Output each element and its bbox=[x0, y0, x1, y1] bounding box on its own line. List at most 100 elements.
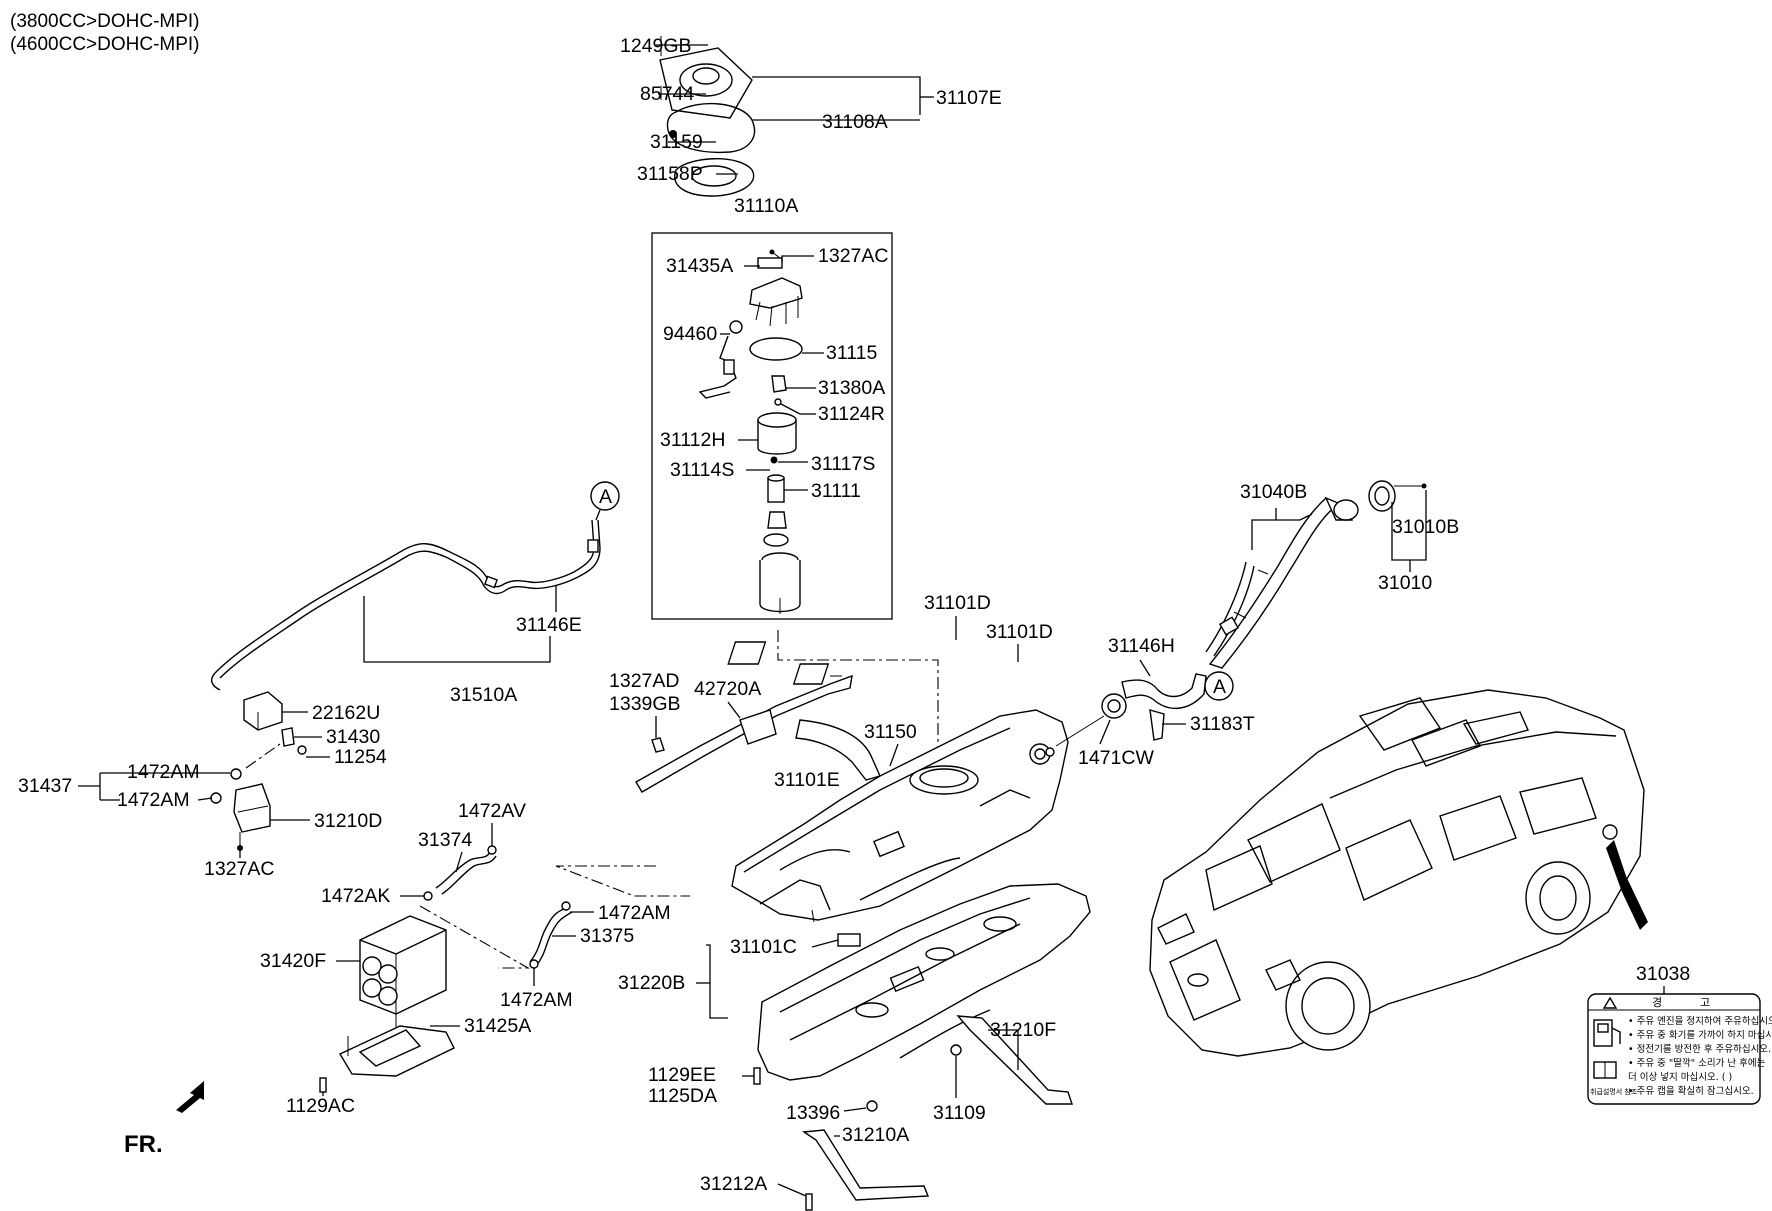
label-1472AM-1: 1472AM bbox=[127, 761, 200, 783]
label-13396: 13396 bbox=[786, 1102, 840, 1124]
bolt-31159 bbox=[669, 130, 677, 138]
warning-icon-caption: 취급설명서 참조 bbox=[1590, 1087, 1638, 1096]
label-31101C: 31101C bbox=[730, 936, 797, 958]
sender-94460 bbox=[698, 320, 743, 399]
hose-31374 bbox=[435, 851, 497, 895]
fuel-tank-31150 bbox=[731, 709, 1069, 923]
label-1472AM-2: 1472AM bbox=[117, 789, 190, 811]
label-42720A: 42720A bbox=[694, 678, 761, 700]
label-31146E: 31146E bbox=[516, 614, 582, 636]
label-1327AC-top: 1327AC bbox=[818, 245, 888, 267]
label-31150: 31150 bbox=[864, 721, 917, 743]
label-31109: 31109 bbox=[933, 1102, 986, 1124]
bracket-42720A bbox=[635, 674, 853, 793]
label-31101D-2: 31101D bbox=[986, 621, 1053, 643]
part-31117S bbox=[770, 456, 778, 464]
valve-22162U bbox=[243, 691, 283, 731]
label-31420F: 31420F bbox=[260, 950, 326, 972]
label-31425A: 31425A bbox=[464, 1015, 531, 1037]
pump-flange bbox=[749, 257, 803, 327]
label-1327AD: 1327AD bbox=[609, 670, 679, 692]
label-11254: 11254 bbox=[334, 746, 387, 768]
pump-reservoir bbox=[759, 511, 801, 614]
clamp-1472AM-1 bbox=[230, 768, 242, 780]
clamp-1472AM-4 bbox=[529, 959, 539, 969]
label-31210A: 31210A bbox=[842, 1124, 909, 1146]
warning-label-title-right: 고 bbox=[1700, 996, 1710, 1009]
label-31107E: 31107E bbox=[936, 87, 1002, 109]
label-31040B: 31040B bbox=[1240, 481, 1307, 503]
pump-cover-plate bbox=[659, 36, 753, 119]
filter-31112H bbox=[757, 412, 797, 455]
label-31220B: 31220B bbox=[618, 972, 685, 994]
label-1339GB: 1339GB bbox=[609, 693, 681, 715]
clamp-1472AM-2 bbox=[210, 792, 222, 804]
label-31117S: 31117S bbox=[811, 453, 875, 475]
label-31038: 31038 bbox=[1636, 963, 1690, 985]
label-31183T: 31183T bbox=[1190, 713, 1255, 735]
label-1249GB: 1249GB bbox=[620, 35, 692, 57]
fuel-cap-31010B bbox=[1368, 480, 1427, 512]
part-31380A bbox=[771, 375, 787, 393]
pad-31101D-2 bbox=[792, 663, 830, 685]
label-22162U: 22162U bbox=[312, 702, 380, 724]
manual-book-icon bbox=[1593, 1061, 1617, 1079]
pad-31101D-1 bbox=[727, 641, 767, 665]
bolt-1129EE bbox=[753, 1067, 761, 1085]
pad-31101C bbox=[837, 933, 861, 947]
label-31101D-1: 31101D bbox=[924, 592, 991, 614]
clamp-1472AV bbox=[487, 845, 497, 855]
clamp-1472AM-3 bbox=[561, 901, 571, 911]
label-1472AM-4: 1472AM bbox=[500, 989, 573, 1011]
label-31437: 31437 bbox=[18, 775, 72, 797]
label-31435A: 31435A bbox=[666, 255, 733, 277]
label-31380A: 31380A bbox=[818, 377, 885, 399]
label-31114S: 31114S bbox=[670, 459, 734, 481]
label-1471CW: 1471CW bbox=[1078, 747, 1154, 769]
nut-13396 bbox=[866, 1100, 878, 1112]
gasket-31108A bbox=[666, 102, 756, 154]
warning-label-31038: 경 고 취급설명서 참조 • 주유 엔진을 정지하여 주유하십시오. • 주유 … bbox=[1587, 993, 1772, 1105]
label-1129AC: 1129AC bbox=[286, 1095, 355, 1117]
warning-line-3: • 정전기를 방전한 후 주유하십시오. bbox=[1628, 1043, 1771, 1055]
label-1472AK: 1472AK bbox=[321, 885, 390, 907]
engine-spec-2: (4600CC>DOHC-MPI) bbox=[10, 34, 200, 55]
bolt-31212A bbox=[805, 1193, 813, 1211]
label-31108A: 31108A bbox=[822, 111, 888, 133]
canister-31420F bbox=[359, 915, 447, 1015]
connector-marker-a2 bbox=[1204, 671, 1234, 701]
label-94460: 94460 bbox=[663, 323, 717, 345]
label-1472AV: 1472AV bbox=[458, 800, 526, 822]
bracket-31210D bbox=[233, 783, 271, 833]
label-31212A: 31212A bbox=[700, 1173, 767, 1195]
label-1129EE: 1129EE bbox=[648, 1064, 716, 1086]
warning-line-5: 더 이상 넣지 마십시오. ( ) bbox=[1628, 1072, 1732, 1083]
bolt-1129AC bbox=[319, 1077, 327, 1093]
marker-a2: A bbox=[1213, 676, 1226, 698]
fuel-pump-icon bbox=[1593, 1019, 1621, 1047]
label-31101E: 31101E bbox=[774, 769, 840, 791]
filler-neck-31040B bbox=[1205, 496, 1359, 669]
lock-ring-31158P bbox=[674, 158, 755, 197]
clamp-1472AK bbox=[423, 891, 433, 901]
label-31158P: 31158P bbox=[637, 163, 703, 185]
warning-line-2: • 주유 중 화기를 가까이 하지 마십시오. bbox=[1628, 1029, 1772, 1041]
part-31124R bbox=[774, 398, 782, 406]
engine-spec-1: (3800CC>DOHC-MPI) bbox=[10, 11, 200, 32]
pump-module-box bbox=[651, 232, 893, 620]
label-1125DA: 1125DA bbox=[648, 1085, 717, 1107]
warning-label-title-left: 경 bbox=[1652, 996, 1662, 1009]
pump-31111 bbox=[767, 474, 785, 503]
label-31111: 31111 bbox=[811, 480, 861, 502]
label-31115: 31115 bbox=[826, 342, 877, 364]
hose-31375 bbox=[529, 907, 573, 967]
label-31430: 31430 bbox=[326, 726, 380, 748]
bracket-31183T bbox=[1149, 709, 1165, 741]
label-31110A: 31110A bbox=[734, 195, 798, 217]
label-31210D: 31210D bbox=[314, 810, 382, 832]
warning-line-1: • 주유 엔진을 정지하여 주유하십시오. bbox=[1628, 1015, 1772, 1027]
label-31112H: 31112H bbox=[660, 429, 725, 451]
label-31375: 31375 bbox=[580, 925, 634, 947]
label-31374: 31374 bbox=[418, 829, 472, 851]
connector-marker-a1 bbox=[590, 481, 620, 511]
